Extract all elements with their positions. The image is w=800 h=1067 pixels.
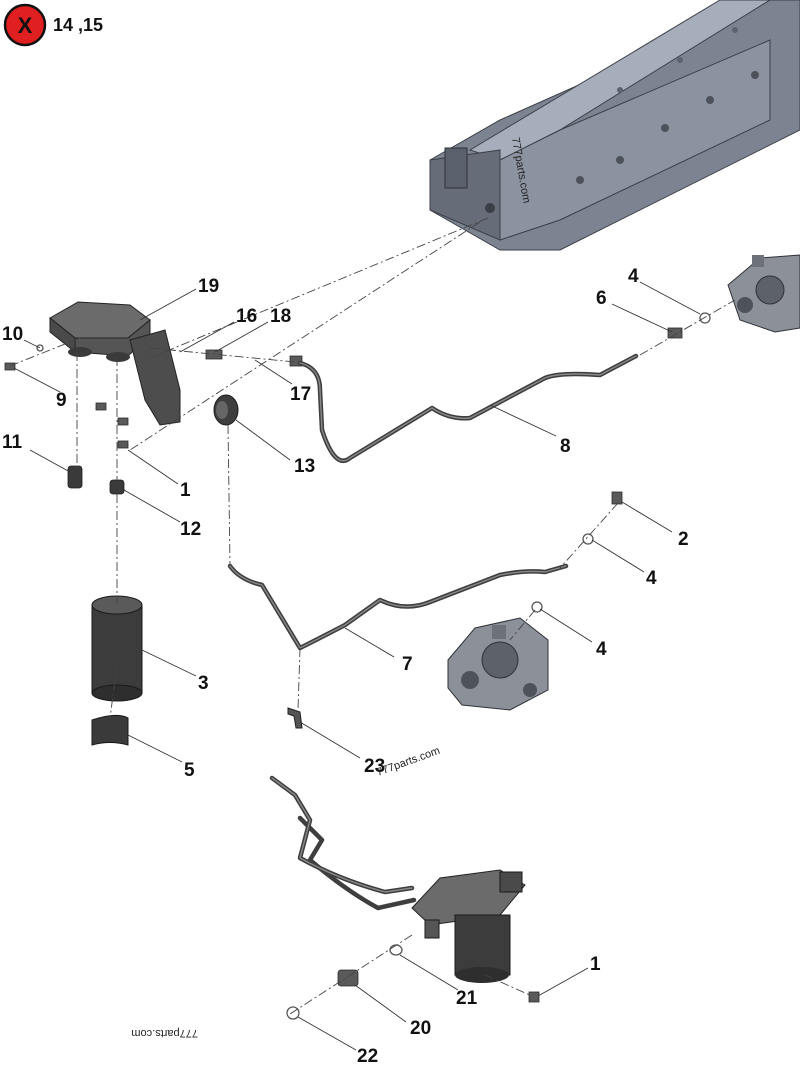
pipe-clip [287,707,303,729]
callout-11: 11 [2,432,23,453]
callout-4-middle: 4 [646,568,657,589]
callout-19: 19 [198,276,219,297]
engine-cylinder-head [429,0,800,251]
filter-sleeve [91,714,129,746]
fuel-sensor [213,394,239,426]
callout-16: 16 [236,306,257,327]
assembly-axes [9,217,736,1015]
filter-head-bracket [49,301,181,426]
callout-1-upper: 1 [180,480,191,501]
callout-labels: 19 10 16 18 9 17 11 13 1 12 3 5 4 6 8 2 … [2,266,689,1067]
fuel-pipes [227,353,639,911]
leader-lines [13,281,701,1051]
callout-13: 13 [294,456,315,477]
small-fittings [4,312,711,613]
callout-10: 10 [2,324,23,345]
callout-20: 20 [410,1018,431,1039]
callout-18: 18 [270,306,291,327]
callout-4-lower: 4 [596,639,607,660]
exclusion-badge: X 14 ,15 [3,3,103,47]
badge-symbol: X [18,13,33,38]
callout-8: 8 [560,436,571,457]
callout-6: 6 [596,288,607,309]
callout-23: 23 [364,756,385,777]
callout-2: 2 [678,529,689,550]
callout-7: 7 [402,654,413,675]
badge-refs: 14 ,15 [53,15,103,35]
callout-1-lower: 1 [590,954,601,975]
badge-circle [3,3,47,47]
callout-17: 17 [290,384,311,405]
watermark-bottom: 777parts.com [131,1027,198,1039]
lower-filter-assembly [286,869,540,1020]
callout-3: 3 [198,673,209,694]
callout-5: 5 [184,760,195,781]
fuel-pump-lower [447,617,549,711]
callout-22: 22 [357,1046,378,1067]
fuel-pump-upper [727,254,800,333]
filter-cartridge [91,595,143,702]
callout-9: 9 [56,390,67,411]
callout-21: 21 [456,988,478,1009]
callout-12: 12 [180,519,201,540]
callout-4-top: 4 [628,266,639,287]
